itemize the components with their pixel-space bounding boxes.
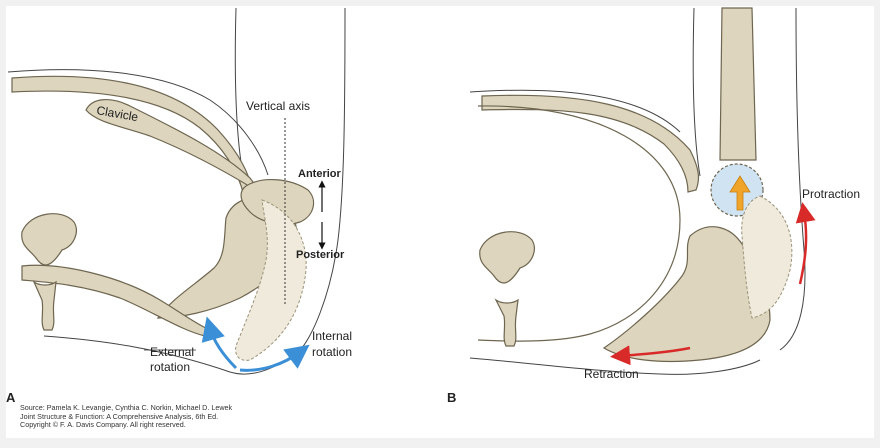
posterior-label: Posterior bbox=[296, 249, 345, 261]
protraction-arrow bbox=[795, 202, 816, 285]
humerus-shaft bbox=[719, 7, 757, 161]
external-rotation-label-line2: rotation bbox=[150, 360, 190, 374]
panel-b-letter: B bbox=[447, 390, 456, 405]
internal-rotation-label-line2: rotation bbox=[312, 345, 352, 359]
external-rotation-label-line1: External bbox=[150, 345, 194, 359]
spinous-process-b bbox=[494, 298, 519, 347]
anterior-label: Anterior bbox=[298, 168, 342, 180]
spinous-process-a bbox=[32, 280, 57, 331]
internal-rotation-arrow bbox=[239, 344, 310, 372]
vertical-axis-label: Vertical axis bbox=[246, 99, 310, 113]
protraction-label: Protraction bbox=[802, 187, 860, 201]
vertebra-b bbox=[479, 231, 535, 284]
source-line-3: Copyright © F. A. Davis Company. All rig… bbox=[20, 420, 186, 430]
humeral-head bbox=[240, 179, 315, 225]
torso-outline bbox=[7, 69, 269, 176]
scapula-rotated-ghost bbox=[235, 199, 307, 361]
chest-outline-b bbox=[469, 357, 761, 375]
rib-arc-b bbox=[477, 105, 681, 342]
source-citation: Source: Pamela K. Levangie, Cynthia C. N… bbox=[20, 403, 233, 430]
chest-outline bbox=[43, 335, 287, 375]
external-rotation-arrow bbox=[201, 316, 238, 370]
rib-bone-b bbox=[481, 94, 700, 193]
source-line-2: Joint Structure & Function: A Comprehens… bbox=[20, 411, 219, 421]
arm-outline-right bbox=[299, 7, 346, 351]
panel-b: Protraction Retraction B bbox=[447, 7, 860, 405]
scapula-ghost-b bbox=[741, 195, 793, 319]
torso-outline-b bbox=[469, 89, 681, 133]
retraction-arrow bbox=[610, 345, 691, 366]
source-line-1: Source: Pamela K. Levangie, Cynthia C. N… bbox=[20, 403, 233, 412]
retraction-label: Retraction bbox=[584, 367, 639, 381]
internal-rotation-label-line1: Internal bbox=[312, 329, 352, 343]
arm-outline-b-right bbox=[779, 7, 806, 351]
panel-a: Clavicle Vertical axis Anterior Posterio… bbox=[6, 7, 352, 405]
arm-outline-b-left bbox=[692, 7, 701, 177]
translation-arrow bbox=[729, 175, 751, 211]
panel-a-letter: A bbox=[6, 390, 16, 405]
vertebra-a bbox=[21, 213, 77, 266]
scapula-b bbox=[602, 226, 771, 363]
